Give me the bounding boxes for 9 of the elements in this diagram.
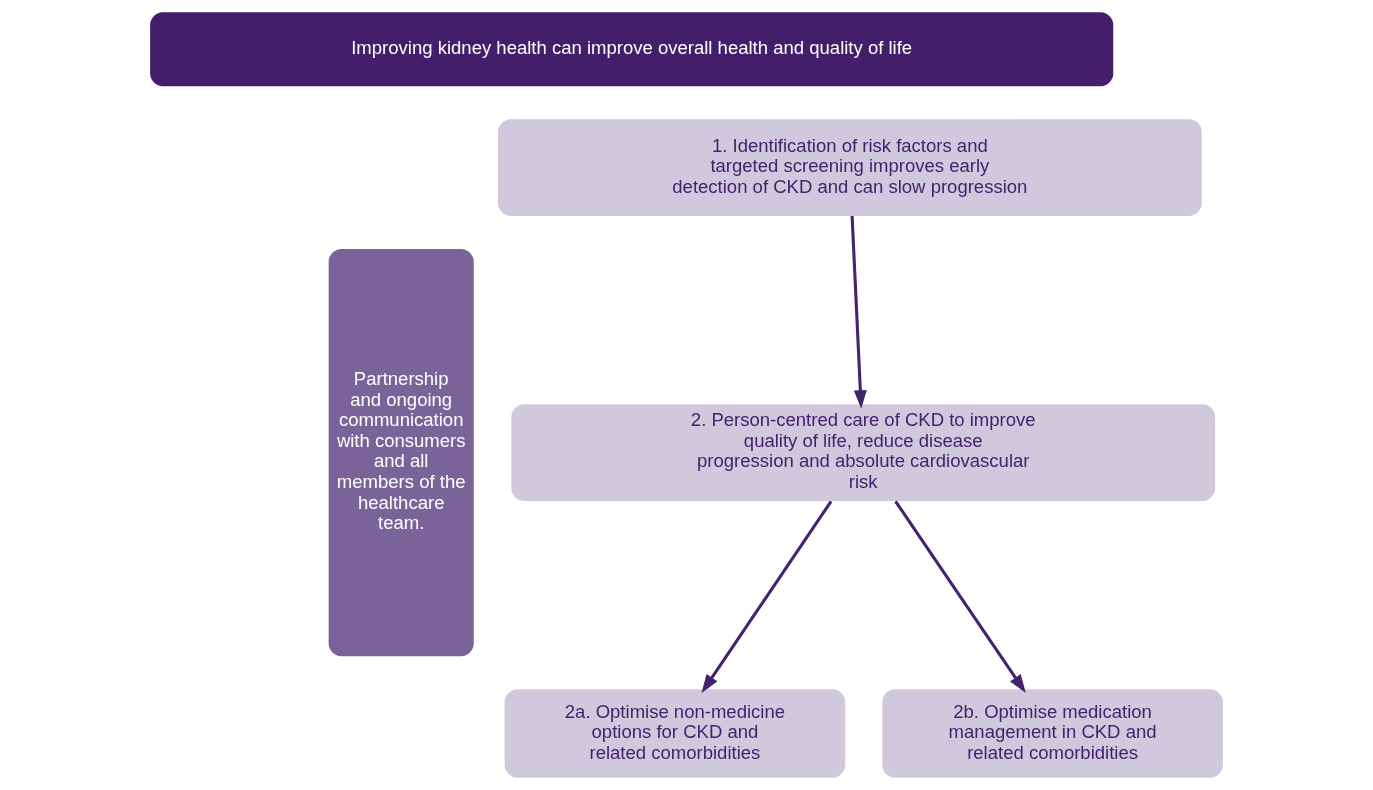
node-box: Improving kidney health can improve overall health and quality of life bbox=[150, 12, 1114, 87]
arrow bbox=[894, 500, 1026, 694]
arrow bbox=[701, 500, 833, 694]
node-box: 2a. Optimise non-medicine options for CKD and related comorbidities bbox=[504, 689, 846, 778]
node-box: 1. Identification of risk factors and targeted screening improves early detection of CKD and can slow progression bbox=[497, 119, 1202, 216]
node-box: Partnership and ongoing communication with consumers and all members of the healthcare team. bbox=[328, 248, 474, 657]
arrow bbox=[850, 215, 867, 409]
node-box: 2. Person-centred care of CKD to improve quality of life, reduce disease progression and absolute cardiovascular risk bbox=[511, 404, 1216, 501]
node-box: 2b. Optimise medication management in CKD and related comorbidities bbox=[882, 689, 1223, 778]
